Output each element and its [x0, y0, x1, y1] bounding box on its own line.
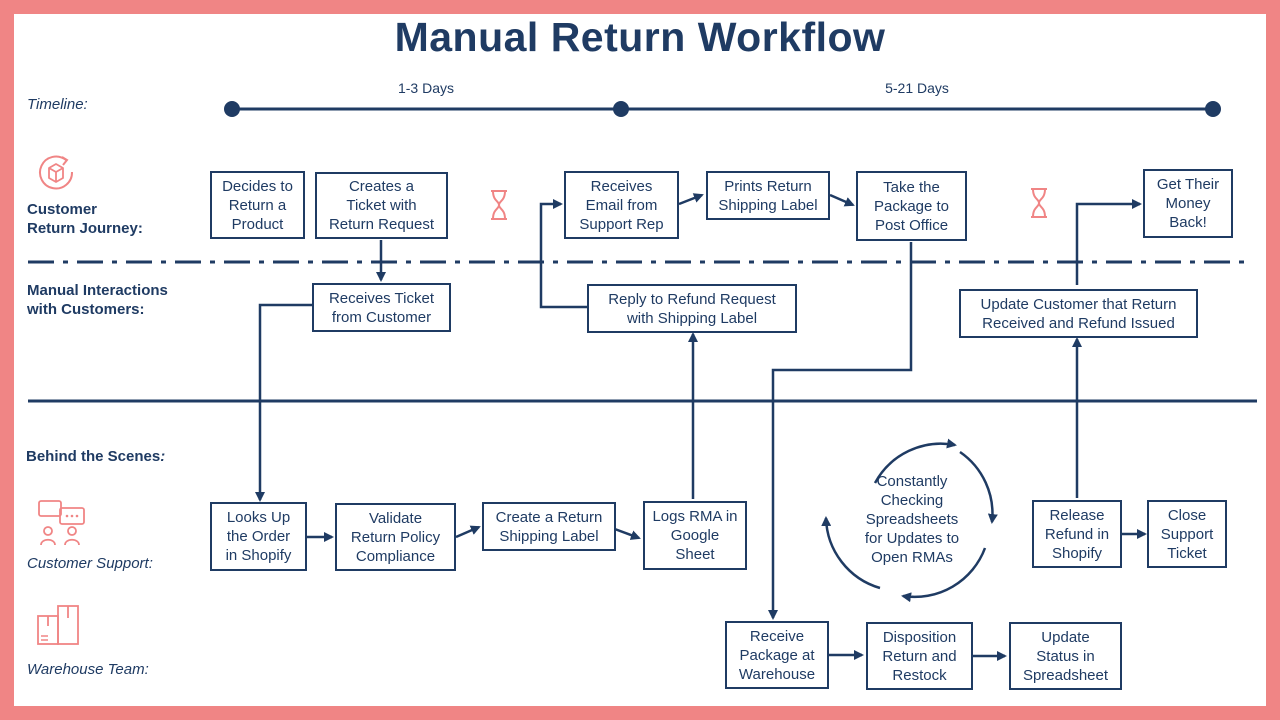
step-receive-package: Receive Package at Warehouse — [725, 621, 829, 689]
step-close-ticket: Close Support Ticket — [1147, 500, 1227, 568]
hourglass-icon — [1031, 188, 1047, 218]
lane-label-manual-interactions: Manual Interactions with Customers: — [27, 282, 168, 318]
timeline-label: Timeline: — [27, 96, 88, 113]
cycle-arrow — [901, 547, 987, 603]
connector-arrow — [768, 242, 913, 620]
step-logs-rma: Logs RMA in Google Sheet — [643, 501, 747, 570]
connector-arrow — [255, 303, 312, 502]
cycle-arrow — [821, 516, 881, 590]
cycle-arrow — [959, 450, 998, 524]
connector-arrow — [829, 193, 855, 207]
lane-label-behind-scenes: Behind the Scenes: — [26, 448, 166, 465]
step-receives-email: Receives Email from Support Rep — [564, 171, 679, 239]
connector-arrow — [678, 193, 704, 206]
step-looks-up-order: Looks Up the Order in Shopify — [210, 502, 307, 571]
boxes-icon — [37, 605, 79, 645]
step-creates-ticket: Creates a Ticket with Return Request — [315, 172, 448, 239]
timeline-phase-2: 5-21 Days — [885, 80, 949, 96]
chat-people-icon — [38, 500, 85, 546]
step-decides-to-return: Decides to Return a Product — [210, 171, 305, 239]
timeline-dot — [613, 101, 629, 117]
step-take-package: Take the Package to Post Office — [856, 171, 967, 241]
connector-arrow — [455, 525, 481, 539]
cycle-checking-spreadsheets: Constantly Checking Spreadsheets for Upd… — [864, 473, 960, 566]
step-receives-ticket: Receives Ticket from Customer — [312, 283, 451, 332]
timeline-dot — [224, 101, 240, 117]
connector-arrow — [539, 199, 587, 309]
step-release-refund: Release Refund in Shopify — [1032, 500, 1122, 568]
step-get-money-back: Get Their Money Back! — [1143, 169, 1233, 238]
cycle-arrow — [873, 438, 957, 484]
timeline-phase-1: 1-3 Days — [397, 80, 455, 96]
diagram-canvas — [14, 14, 1266, 706]
timeline-dot — [1205, 101, 1221, 117]
step-disposition-restock: Disposition Return and Restock — [866, 622, 973, 690]
lane-label-warehouse-team: Warehouse Team: — [27, 661, 149, 678]
connector-arrow — [1075, 199, 1142, 285]
step-validate-policy: Validate Return Policy Compliance — [335, 503, 456, 571]
step-update-status: Update Status in Spreadsheet — [1009, 622, 1122, 690]
step-reply-refund-request: Reply to Refund Request with Shipping La… — [587, 284, 797, 333]
step-create-label: Create a Return Shipping Label — [482, 502, 616, 551]
step-prints-label: Prints Return Shipping Label — [706, 171, 830, 220]
page-title: Manual Return Workflow — [394, 14, 886, 60]
return-box-icon — [39, 155, 74, 190]
lane-label-customer-support: Customer Support: — [27, 555, 153, 572]
connector-arrow — [611, 526, 641, 540]
step-update-customer: Update Customer that Return Received and… — [959, 289, 1198, 338]
hourglass-icon — [491, 190, 507, 220]
lane-label-customer-journey: Customer Return Journey: — [27, 201, 143, 237]
